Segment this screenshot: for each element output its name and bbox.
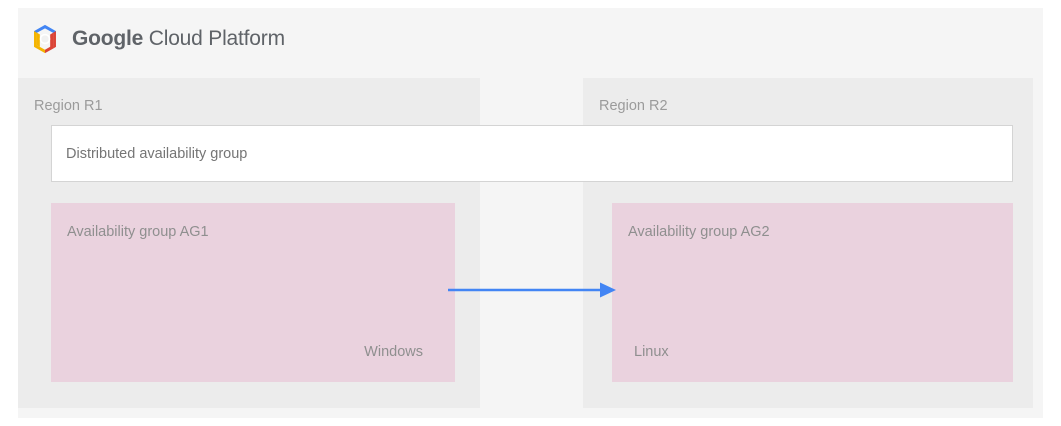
region-label-r1: Region R1 bbox=[34, 98, 103, 114]
right-arrow-icon bbox=[448, 282, 616, 298]
brand-name-cloud-platform: Cloud Platform bbox=[143, 27, 285, 50]
availability-group-title-ag2: Availability group AG2 bbox=[628, 224, 770, 240]
brand-name-google: Google bbox=[72, 27, 144, 50]
availability-group-os-ag2: Linux bbox=[634, 344, 669, 360]
region-label-r2: Region R2 bbox=[599, 98, 668, 114]
distributed-availability-group-box: Distributed availability group bbox=[51, 125, 1013, 182]
diagram-canvas: Google Cloud Platform Region R1 Region R… bbox=[18, 8, 1043, 418]
brand-header: Google Cloud Platform bbox=[18, 8, 1043, 70]
brand-title: Google Cloud Platform bbox=[72, 27, 285, 51]
distributed-availability-group-label: Distributed availability group bbox=[66, 145, 248, 162]
availability-group-box-ag1: Availability group AG1 Windows bbox=[51, 203, 455, 382]
availability-group-box-ag2: Availability group AG2 Linux bbox=[612, 203, 1013, 382]
availability-group-os-ag1: Windows bbox=[364, 344, 423, 360]
google-cloud-platform-hexagon-icon bbox=[34, 24, 56, 54]
availability-group-title-ag1: Availability group AG1 bbox=[67, 224, 209, 240]
